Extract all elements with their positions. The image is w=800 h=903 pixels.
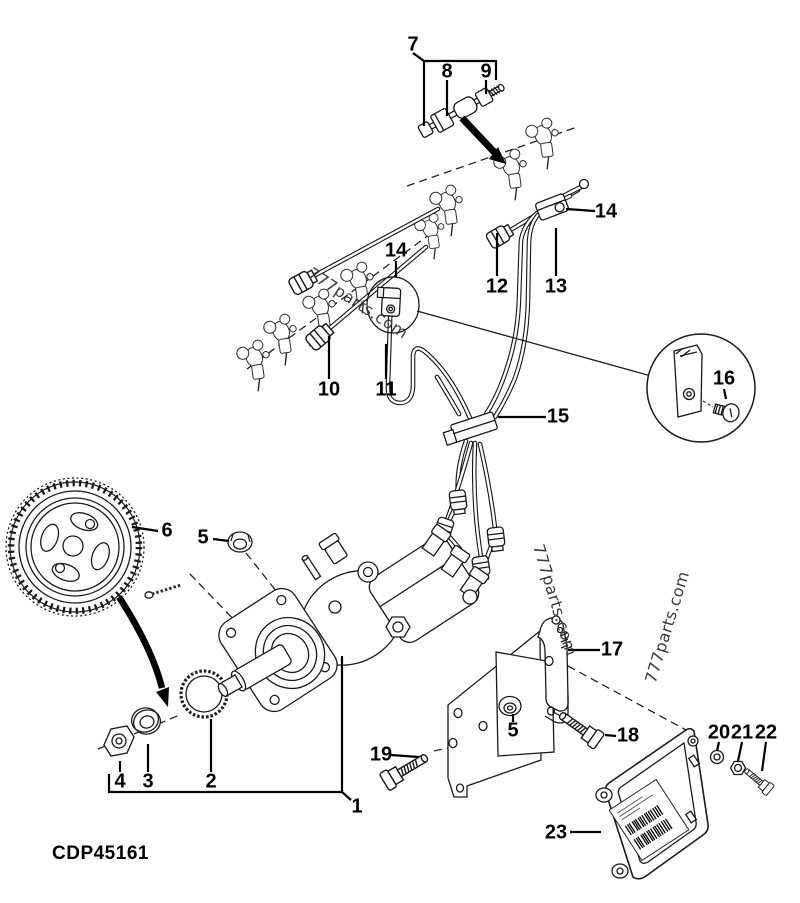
callout-label-7: 7 — [407, 33, 419, 56]
ecu-barcode-label — [608, 778, 690, 862]
callout-label-21: 21 — [730, 721, 754, 744]
line-clamp-14-lower — [366, 276, 420, 334]
callout-label-4: 4 — [114, 770, 126, 793]
callout-label-5: 5 — [507, 719, 519, 742]
line-clamp-14-upper — [534, 193, 570, 221]
callout-label-14: 14 — [384, 239, 408, 262]
callout-label-18: 18 — [616, 724, 640, 747]
detail-callout-circle — [366, 276, 420, 334]
clamp-screw-16 — [712, 403, 740, 423]
o-ring-gasket — [179, 669, 229, 719]
callout-label-6: 6 — [161, 519, 173, 542]
callout-label-20: 20 — [707, 721, 731, 744]
callout-label-3: 3 — [142, 770, 154, 793]
callout-label-22: 22 — [754, 721, 778, 744]
washer-20 — [709, 749, 725, 765]
timing-screw-ghost — [144, 583, 182, 599]
washer-21 — [729, 760, 747, 776]
shaft-nut-5-left — [227, 531, 253, 553]
callout-label-11: 11 — [375, 378, 397, 401]
callout-label-10: 10 — [317, 378, 341, 401]
nut-4 — [103, 725, 135, 757]
callout-label-19: 19 — [369, 743, 393, 766]
callout-label-8: 8 — [441, 60, 453, 83]
mounting-bracket — [447, 615, 569, 798]
callout-label-14: 14 — [594, 200, 618, 223]
callout-leader-lines — [107, 52, 768, 834]
bolt-18 — [554, 706, 606, 751]
callout-label-2: 2 — [205, 770, 217, 793]
injector-nozzle-assembly — [417, 83, 505, 138]
washer-3 — [130, 707, 162, 735]
callout-label-16: 16 — [712, 367, 736, 390]
callout-label-13: 13 — [544, 275, 568, 298]
callout-label-12: 12 — [485, 275, 509, 298]
bracket-nut-5 — [498, 695, 522, 717]
injection-pump — [217, 524, 490, 713]
callout-label-15: 15 — [546, 405, 570, 428]
screw-22 — [740, 764, 775, 797]
direction-arrow-top — [459, 115, 506, 164]
ecu-module — [595, 727, 709, 880]
direction-arrow-gear — [116, 595, 169, 707]
line-clamp-15 — [442, 411, 498, 446]
detail-inset — [416, 310, 756, 443]
callout-label-1: 1 — [351, 795, 363, 818]
diagram-code: CDP45161 — [52, 843, 149, 864]
callout-label-5: 5 — [197, 526, 209, 549]
callout-label-17: 17 — [600, 638, 624, 661]
pump-drive-shaft — [217, 644, 292, 697]
drive-gear — [5, 477, 145, 617]
callout-label-23: 23 — [544, 821, 568, 844]
callout-label-9: 9 — [480, 60, 492, 83]
